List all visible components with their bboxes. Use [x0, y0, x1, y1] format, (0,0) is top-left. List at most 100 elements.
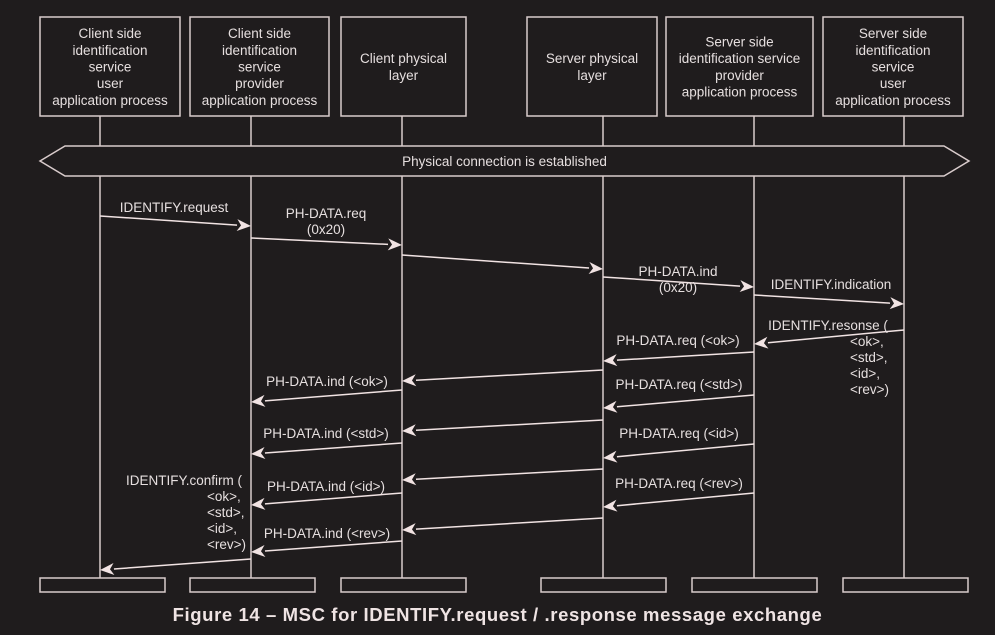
- message-label: PH-DATA.req (<ok>): [616, 333, 739, 348]
- instance-label: user: [97, 76, 124, 91]
- arrowhead-icon: [889, 297, 904, 310]
- instance-label: application process: [682, 85, 798, 100]
- instance-label: identification: [222, 43, 297, 58]
- message-label: <std>,: [207, 505, 245, 520]
- message-label: PH-DATA.ind (<rev>): [264, 526, 390, 541]
- message-label: IDENTIFY.indication: [771, 277, 892, 292]
- message-label: <ok>,: [850, 334, 884, 349]
- message-label: <rev>): [207, 537, 246, 552]
- condition-label: Physical connection is established: [402, 154, 607, 169]
- message-arrow-sp-to-sphy: [616, 394, 755, 408]
- arrowhead-icon: [387, 238, 402, 251]
- arrowhead-icon: [603, 400, 618, 413]
- arrowhead-icon: [603, 354, 618, 367]
- message-label: (0x20): [659, 280, 697, 295]
- instance-box-cp: [189, 16, 330, 117]
- message-arrow-sphy-to-cphy: [415, 419, 604, 431]
- message-arrow-cphy-to-sphy: [401, 254, 590, 269]
- instance-box-cphy: [340, 16, 467, 117]
- instance-label: application process: [835, 93, 951, 108]
- msc-diagram: Client sideidentificationserviceuserappl…: [38, 16, 971, 593]
- message-label: PH-DATA.req (<std>): [615, 377, 742, 392]
- instance-label: service: [872, 60, 915, 75]
- instance-label: Server side: [859, 26, 927, 41]
- instance-label: service: [89, 60, 132, 75]
- arrowhead-icon: [251, 544, 266, 557]
- arrowhead-icon: [739, 280, 754, 293]
- message-arrow-cp-to-cu: [113, 558, 252, 570]
- message-arrow-sphy-to-cphy: [415, 517, 604, 530]
- message-label: PH-DATA.ind: [638, 264, 717, 279]
- instance-label: provider: [715, 68, 764, 83]
- message-arrow-cphy-to-cp: [264, 492, 403, 505]
- instance-label: user: [880, 76, 907, 91]
- message-label: PH-DATA.ind (<std>): [263, 426, 389, 441]
- arrowhead-icon: [236, 219, 251, 232]
- message-label: PH-DATA.ind (<ok>): [266, 374, 388, 389]
- message-arrow-cu-to-cp: [99, 215, 238, 226]
- instance-end-su: [842, 577, 969, 593]
- arrowhead-icon: [402, 473, 417, 486]
- arrowhead-icon: [402, 424, 417, 437]
- instance-box-cu: [39, 16, 181, 117]
- instance-label: service: [238, 60, 281, 75]
- message-arrow-sp-to-sphy: [616, 492, 755, 507]
- instance-label: Client physical: [360, 51, 447, 66]
- arrowhead-icon: [588, 262, 603, 275]
- message-label: <id>,: [207, 521, 237, 536]
- message-label: IDENTIFY.request: [120, 200, 229, 215]
- arrowhead-icon: [100, 562, 115, 575]
- message-arrow-cphy-to-cp: [264, 540, 403, 552]
- instance-label: Server side: [705, 34, 773, 49]
- arrowhead-icon: [603, 499, 618, 512]
- instance-label: identification: [855, 43, 930, 58]
- instance-end-cphy: [340, 577, 467, 593]
- message-label: IDENTIFY.confirm (: [126, 473, 243, 488]
- message-arrow-su-to-sp: [767, 329, 905, 344]
- instance-end-sp: [691, 577, 818, 593]
- message-arrow-cphy-to-cp: [264, 389, 403, 402]
- arrowhead-icon: [251, 394, 266, 407]
- message-label: IDENTIFY.resonse (: [768, 318, 888, 333]
- instance-box-sp: [665, 16, 814, 117]
- message-label: PH-DATA.req (<id>): [619, 426, 739, 441]
- message-arrow-sphy-to-cphy: [415, 369, 604, 381]
- instance-label: application process: [202, 93, 318, 108]
- arrowhead-icon: [251, 497, 266, 510]
- instance-box-su: [822, 16, 964, 117]
- instance-label: layer: [389, 68, 419, 83]
- message-label: PH-DATA.req (<rev>): [615, 476, 743, 491]
- instance-label: identification service: [679, 51, 801, 66]
- instance-end-cu: [39, 577, 166, 593]
- message-label: <std>,: [850, 350, 888, 365]
- instance-label: layer: [577, 68, 607, 83]
- message-arrow-sphy-to-cphy: [415, 468, 604, 480]
- message-label: <rev>): [850, 382, 889, 397]
- instance-label: Server physical: [546, 51, 638, 66]
- arrowhead-icon: [251, 446, 266, 459]
- instance-label: Client side: [78, 26, 141, 41]
- message-arrow-sp-to-su: [753, 294, 891, 304]
- message-arrow-sphy-to-sp: [602, 276, 741, 287]
- message-arrow-cp-to-cphy: [250, 237, 389, 246]
- message-label: <id>,: [850, 366, 880, 381]
- message-label: <ok>,: [207, 489, 241, 504]
- instance-label: Client side: [228, 26, 291, 41]
- instance-end-sphy: [540, 577, 667, 593]
- message-arrow-sp-to-sphy: [616, 351, 755, 361]
- arrowhead-icon: [402, 523, 417, 536]
- figure-caption: Figure 14 – MSC for IDENTIFY.request / .…: [172, 604, 823, 625]
- instance-label: provider: [235, 76, 284, 91]
- message-label: (0x20): [307, 222, 345, 237]
- instance-end-cp: [189, 577, 316, 593]
- message-label: PH-DATA.ind (<id>): [267, 479, 385, 494]
- arrowhead-icon: [603, 450, 618, 463]
- condition-band: [38, 145, 971, 177]
- message-arrow-cphy-to-cp: [264, 442, 403, 454]
- instance-label: identification: [72, 43, 147, 58]
- message-arrow-sp-to-sphy: [616, 443, 755, 458]
- message-label: PH-DATA.req: [286, 206, 367, 221]
- arrowhead-icon: [754, 336, 769, 349]
- arrowhead-icon: [402, 374, 417, 387]
- instance-box-sphy: [526, 16, 658, 117]
